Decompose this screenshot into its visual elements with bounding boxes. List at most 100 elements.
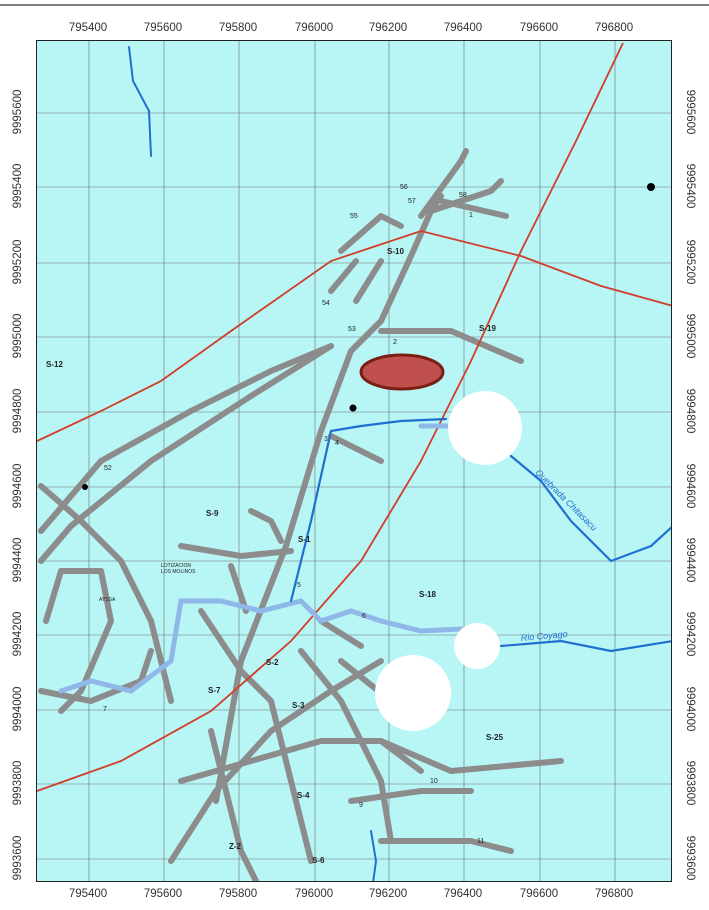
x-tick-bottom-795600: 795600 [143,888,183,900]
y-tick-right-9995400: 9995400 [684,163,696,209]
road-southeast-2 [378,738,564,774]
road-west-highway [38,343,334,534]
river-chitasacu-label: Quebrada Chitasacu [534,467,599,532]
patch-north [448,391,522,465]
river-coyago [499,639,671,653]
river-coyago-light [58,598,464,694]
sector-s2: S-2 [266,658,279,667]
road-south-1 [168,658,384,864]
header-rule [0,4,709,6]
node-3: 3 [324,436,328,443]
obscured-areas [375,391,522,731]
point-markers [82,183,655,490]
y-tick-right-9995200: 9995200 [684,239,696,285]
node-9: 9 [359,802,363,809]
y-tick-left-9994400: 9994400 [12,537,24,583]
node-4: 4 [335,440,339,447]
river-coyago-label: Rio Coyago [520,629,568,643]
y-tick-left-9994000: 9994000 [12,686,24,732]
node-52: 52 [104,465,112,472]
boundary-lines [37,42,671,792]
node-numbers: 52 53 54 55 56 57 58 1 2 3 4 5 6 7 9 10 … [103,184,484,845]
y-tick-right-9994600: 9994600 [684,463,696,509]
river-network [58,46,671,881]
road-south-2 [178,738,424,784]
y-tick-right-9995000: 9995000 [684,313,696,359]
sector-labels: S-12 S-9 S-10 S-19 S-1 S-18 S-7 S-2 S-3 … [46,247,503,865]
road-mid-6 [318,618,364,649]
sector-s4: S-4 [297,791,310,800]
y-tick-left-9995000: 9995000 [12,313,24,359]
road-mid-3 [248,508,284,544]
road-mid-5 [198,608,274,704]
stream-south [370,830,378,881]
road-mid-4 [328,433,384,464]
y-tick-right-9994200: 9994200 [684,611,696,657]
node-11: 11 [477,838,484,845]
x-tick-top-795400: 795400 [68,22,108,34]
node-5: 5 [297,582,301,589]
point-west [82,484,88,490]
map-canvas[interactable]: S-12 S-9 S-10 S-19 S-1 S-18 S-7 S-2 S-3 … [37,41,672,882]
boundary-diagonal [37,42,624,792]
x-tick-bottom-796600: 796600 [519,888,559,900]
y-tick-left-9994600: 9994600 [12,463,24,509]
sector-s3: S-3 [292,701,305,710]
stream-north [128,46,152,157]
river-chitasacu [509,454,671,563]
node-6: 6 [362,613,366,620]
x-tick-top-796200: 796200 [368,22,408,34]
patch-middle [454,623,500,669]
sector-s7: S-7 [208,686,221,695]
x-tick-bottom-796800: 796800 [594,888,634,900]
sector-s6: S-6 [312,856,325,865]
river-chitasacu-upper [289,417,448,603]
y-tick-right-9994000: 9994000 [684,686,696,732]
y-tick-left-9993600: 9993600 [12,835,24,881]
y-tick-left-9995200: 9995200 [12,239,24,285]
road-north-branch-1 [418,148,469,219]
place-ayssa: AYSSA [99,597,116,603]
y-tick-left-9995600: 9995600 [12,89,24,135]
x-tick-top-795800: 795800 [218,22,258,34]
sector-s12: S-12 [46,360,63,369]
road-southeast-1 [348,788,474,804]
node-1: 1 [469,212,473,219]
x-tick-top-796600: 796600 [519,22,559,34]
sector-s1: S-1 [298,535,311,544]
node-56: 56 [400,184,408,191]
node-55: 55 [350,213,358,220]
sector-z2: Z-2 [229,842,242,851]
coordinate-grid [37,41,671,881]
road-south-3 [208,728,259,881]
node-58: 58 [459,192,467,199]
road-south-4 [268,698,314,864]
road-main-northeast [213,193,444,804]
y-tick-left-9993800: 9993800 [12,760,24,806]
place-lotizacion: LOTIZACION LOS MOLINOS [161,563,196,575]
road-north-link-3 [353,258,384,304]
road-loop-southwest [38,648,154,704]
y-tick-right-9994400: 9994400 [684,537,696,583]
map-frame[interactable]: S-12 S-9 S-10 S-19 S-1 S-18 S-7 S-2 S-3 … [36,40,672,882]
road-southeast-3 [378,838,514,854]
highlight-marker[interactable] [359,353,445,391]
x-tick-top-796400: 796400 [443,22,483,34]
road-north-link [338,213,404,254]
y-tick-right-9995600: 9995600 [684,89,696,135]
y-tick-right-9994800: 9994800 [684,388,696,434]
road-mid-1 [178,543,294,559]
road-mid-2 [228,563,249,614]
road-west-lower [38,483,174,704]
node-53: 53 [348,326,356,333]
node-54: 54 [322,300,330,307]
point-northeast [647,183,655,191]
y-tick-right-9993600: 9993600 [684,835,696,881]
road-north-link-2 [328,258,359,294]
point-center [349,404,357,412]
node-10: 10 [430,778,438,785]
x-tick-bottom-796000: 796000 [294,888,334,900]
patch-south [375,655,451,731]
sector-s25: S-25 [486,733,503,742]
y-tick-right-9993800: 9993800 [684,760,696,806]
